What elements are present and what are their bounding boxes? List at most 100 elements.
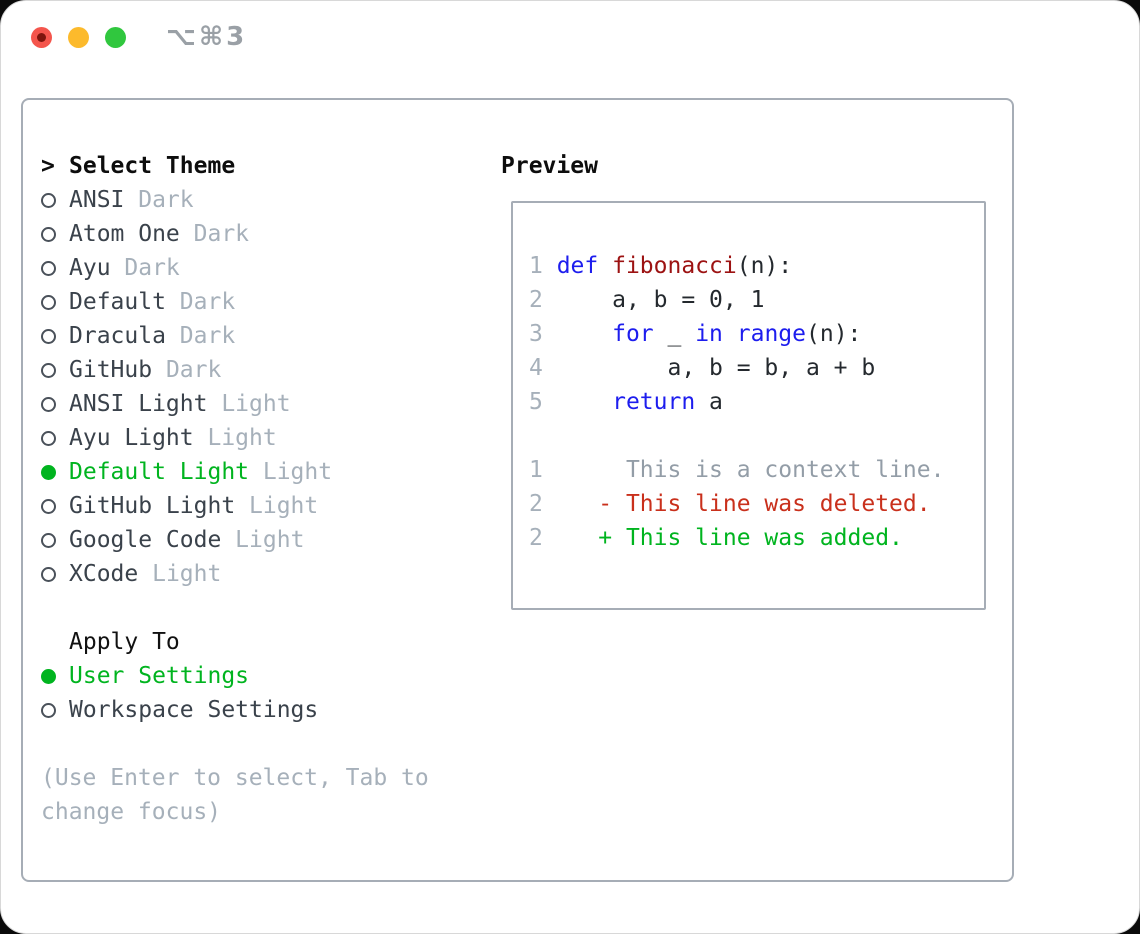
theme-variant-tag: Dark — [152, 357, 222, 383]
radio-unselected-icon — [41, 498, 56, 514]
preview-code-line: 3 for _ in range(n): — [529, 317, 968, 351]
preview-code-line: 1 def fibonacci(n): — [529, 249, 968, 283]
theme-name: Dracula — [69, 323, 166, 349]
preview-title: Preview — [501, 153, 598, 179]
radio-selected-icon — [41, 668, 56, 684]
code-segment-lineno: 2 — [529, 525, 543, 551]
theme-variant-tag: Dark — [165, 289, 236, 315]
preview-code-line: 4 a, b = b, a + b — [529, 351, 968, 385]
code-segment-keyword: for — [612, 321, 654, 347]
code-segment-lineno: 1 — [529, 253, 557, 279]
theme-item[interactable]: Google Code Light — [41, 523, 481, 557]
theme-item[interactable]: Ayu Light Light — [41, 421, 481, 455]
theme-variant-tag: Light — [138, 561, 222, 587]
radio-unselected-icon — [41, 702, 56, 718]
theme-name: Default — [69, 289, 166, 315]
apply-to-label: User Settings — [69, 663, 250, 689]
radio-unselected-icon — [41, 430, 56, 446]
theme-variant-tag: Dark — [179, 221, 250, 247]
theme-variant-tag: Dark — [110, 255, 180, 281]
theme-item[interactable]: ANSI Light Light — [41, 387, 481, 421]
close-button[interactable] — [31, 27, 52, 48]
theme-item[interactable]: Dracula Dark — [41, 319, 481, 353]
radio-unselected-icon — [41, 226, 56, 242]
theme-item[interactable]: GitHub Light Light — [41, 489, 481, 523]
spacer — [41, 727, 481, 761]
preview-header: Preview — [501, 149, 598, 183]
code-segment-lineno: 4 — [529, 355, 557, 381]
theme-item[interactable]: ANSI Dark — [41, 183, 481, 217]
code-segment-lineno: 2 — [529, 287, 557, 313]
theme-name: Ayu — [69, 255, 111, 281]
theme-item[interactable]: Default Light Light — [41, 455, 481, 489]
theme-variant-tag: Light — [235, 493, 319, 519]
minimize-button[interactable] — [68, 27, 89, 48]
theme-item[interactable]: XCode Light — [41, 557, 481, 591]
theme-name: Atom One — [69, 221, 180, 247]
spacer — [41, 591, 481, 625]
radio-unselected-icon — [41, 396, 56, 412]
theme-item[interactable]: Default Dark — [41, 285, 481, 319]
window-title-shortcut: ⌥⌘3 — [166, 22, 248, 52]
theme-name: ANSI — [69, 187, 125, 213]
theme-name: Ayu Light — [69, 425, 194, 451]
theme-variant-tag: Light — [221, 527, 305, 553]
code-segment-keyword: in — [695, 321, 723, 347]
apply-to-title: Apply To — [69, 629, 180, 655]
code-segment-keyword: def — [556, 253, 613, 279]
radio-unselected-icon — [41, 294, 56, 310]
theme-item[interactable]: Atom One Dark — [41, 217, 481, 251]
radio-unselected-icon — [41, 192, 56, 208]
theme-variant-tag: Dark — [165, 323, 236, 349]
preview-code-line: 5 return a — [529, 385, 968, 419]
code-segment-code — [543, 491, 598, 517]
code-segment-lineno: 2 — [529, 491, 543, 517]
code-segment-keyword: return — [612, 389, 696, 415]
preview-code-line: 2 - This line was deleted. — [529, 487, 968, 521]
theme-name: Google Code — [69, 527, 222, 553]
zoom-button[interactable] — [105, 27, 126, 48]
code-segment-lineno: 5 — [529, 389, 557, 415]
close-button-dot — [37, 33, 46, 42]
preview-code-line: 2 + This line was added. — [529, 521, 968, 555]
help-text-line-2: change focus) — [41, 799, 222, 825]
theme-name: GitHub — [69, 357, 153, 383]
code-segment-keyword: range — [736, 321, 806, 347]
theme-variant-tag: Light — [193, 425, 277, 451]
code-segment-code: a — [695, 389, 723, 415]
radio-unselected-icon — [41, 260, 56, 276]
code-segment-function: fibonacci — [612, 253, 737, 279]
theme-item[interactable]: Ayu Dark — [41, 251, 481, 285]
apply-to-option[interactable]: Workspace Settings — [41, 693, 481, 727]
apply-to-option[interactable]: User Settings — [41, 659, 481, 693]
code-segment-context: This is a context line. — [542, 457, 945, 483]
theme-name: GitHub Light — [69, 493, 236, 519]
code-segment-added: + This line was added. — [598, 525, 903, 551]
theme-name: ANSI Light — [69, 391, 208, 417]
code-segment-code: a, b = 0, 1 — [556, 287, 765, 313]
code-segment-code — [723, 321, 737, 347]
help-text-line-1: (Use Enter to select, Tab to — [41, 765, 429, 791]
code-segment-lineno: 3 — [529, 321, 557, 347]
code-segment-code: _ — [653, 321, 696, 347]
theme-item[interactable]: GitHub Dark — [41, 353, 481, 387]
radio-unselected-icon — [41, 328, 56, 344]
radio-selected-icon — [41, 464, 56, 480]
radio-unselected-icon — [41, 532, 56, 548]
code-segment-code — [557, 389, 612, 415]
theme-variant-tag: Light — [249, 459, 333, 485]
code-segment-code: (n): — [736, 253, 793, 279]
code-segment-deleted: - This line was deleted. — [598, 491, 931, 517]
preview-code-line: 2 a, b = 0, 1 — [529, 283, 968, 317]
select-theme-title: Select Theme — [69, 153, 236, 179]
code-segment-code — [557, 321, 612, 347]
code-segment-code — [543, 525, 598, 551]
radio-unselected-icon — [41, 566, 56, 582]
preview-blank-line — [529, 419, 968, 453]
theme-variant-tag: Light — [207, 391, 291, 417]
